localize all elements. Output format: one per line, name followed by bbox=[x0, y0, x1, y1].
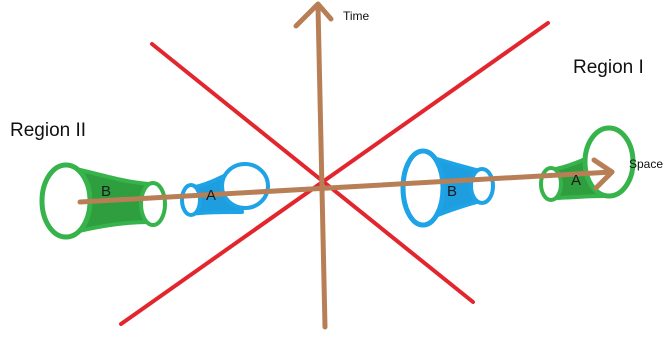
space-axis-label: Space bbox=[629, 157, 663, 171]
body-a-right-label: A bbox=[571, 172, 581, 189]
region-1-label: Region I bbox=[573, 57, 644, 79]
body-b-right-label: B bbox=[447, 183, 457, 200]
region-2-label: Region II bbox=[10, 120, 86, 142]
time-axis-label: Time bbox=[343, 9, 369, 23]
body-a-left-label: A bbox=[206, 187, 216, 204]
body-b-left-label: B bbox=[101, 183, 111, 200]
body-a-region-i bbox=[541, 128, 633, 200]
body-a-region-ii bbox=[182, 164, 268, 215]
